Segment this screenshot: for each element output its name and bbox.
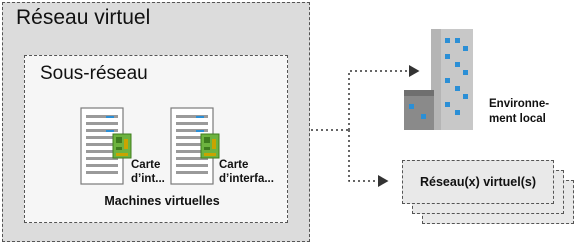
connector-to-virtual-networks bbox=[348, 130, 389, 187]
network-card-icon bbox=[112, 133, 132, 159]
nic-label-1-line2: d’int... bbox=[131, 173, 165, 185]
nic-label-2: Carte d’interfa... bbox=[219, 158, 274, 186]
virtual-network-title: Réseau virtuel bbox=[16, 6, 151, 29]
virtual-machine-icon bbox=[80, 107, 124, 185]
nic-label-2-line2: d’interfa... bbox=[219, 173, 274, 185]
nic-label-1: Carte d’int... bbox=[131, 158, 165, 186]
nic-label-2-line1: Carte bbox=[219, 159, 249, 171]
building-icon bbox=[404, 29, 473, 130]
subnet-title: Sous-réseau bbox=[40, 63, 148, 84]
network-card-icon bbox=[200, 133, 220, 159]
on-premises-label: Environne- ment local bbox=[489, 97, 549, 127]
on-premises-label-line2: ment local bbox=[489, 113, 546, 125]
connector-to-on-premises bbox=[348, 65, 420, 130]
on-premises-label-line1: Environne- bbox=[489, 98, 550, 110]
nic-label-1-line1: Carte bbox=[131, 159, 161, 171]
virtual-network-stack-front bbox=[402, 160, 554, 204]
virtual-networks-label: Réseau(x) virtuel(s) bbox=[419, 175, 536, 189]
vms-caption: Machines virtuelles bbox=[104, 194, 220, 208]
subnet-container bbox=[24, 55, 288, 223]
